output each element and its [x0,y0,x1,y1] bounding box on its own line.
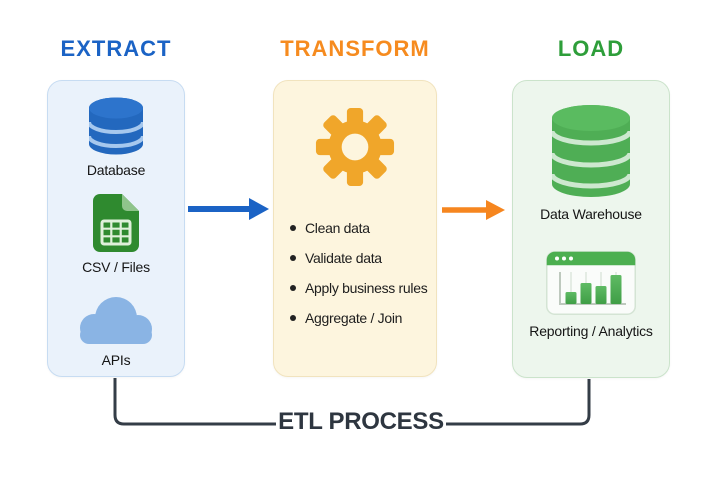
warehouse-database-icon [552,105,630,197]
database-label: Database [86,162,146,178]
transform-steps-list: Clean data Validate data Apply business … [274,213,433,333]
load-card: Data Warehouse Reporting / Analytics [512,80,670,378]
transform-step: Aggregate / Join [290,303,427,333]
report-chart-icon [546,251,636,315]
transform-card: Clean data Validate data Apply business … [273,80,437,377]
etl-process-label: ETL PROCESS [278,408,444,435]
data-warehouse-label: Data Warehouse [540,206,642,222]
transform-to-load-arrow-icon [442,200,505,220]
csv-file-icon [93,194,139,252]
transform-title: TRANSFORM [280,36,430,61]
extract-card: Database CSV / Files APIs [47,80,185,377]
apis-label: APIs [101,352,131,368]
transform-step: Clean data [290,213,427,243]
csv-files-label: CSV / Files [82,259,150,275]
database-icon [89,97,143,155]
extract-title: EXTRACT [60,36,172,61]
transform-step: Apply business rules [290,273,428,303]
gear-icon [315,107,395,187]
transform-step: Validate data [290,243,427,273]
cloud-icon [80,297,152,344]
load-title: LOAD [557,36,625,61]
reporting-analytics-label: Reporting / Analytics [529,323,653,339]
extract-to-transform-arrow-icon [188,198,269,220]
